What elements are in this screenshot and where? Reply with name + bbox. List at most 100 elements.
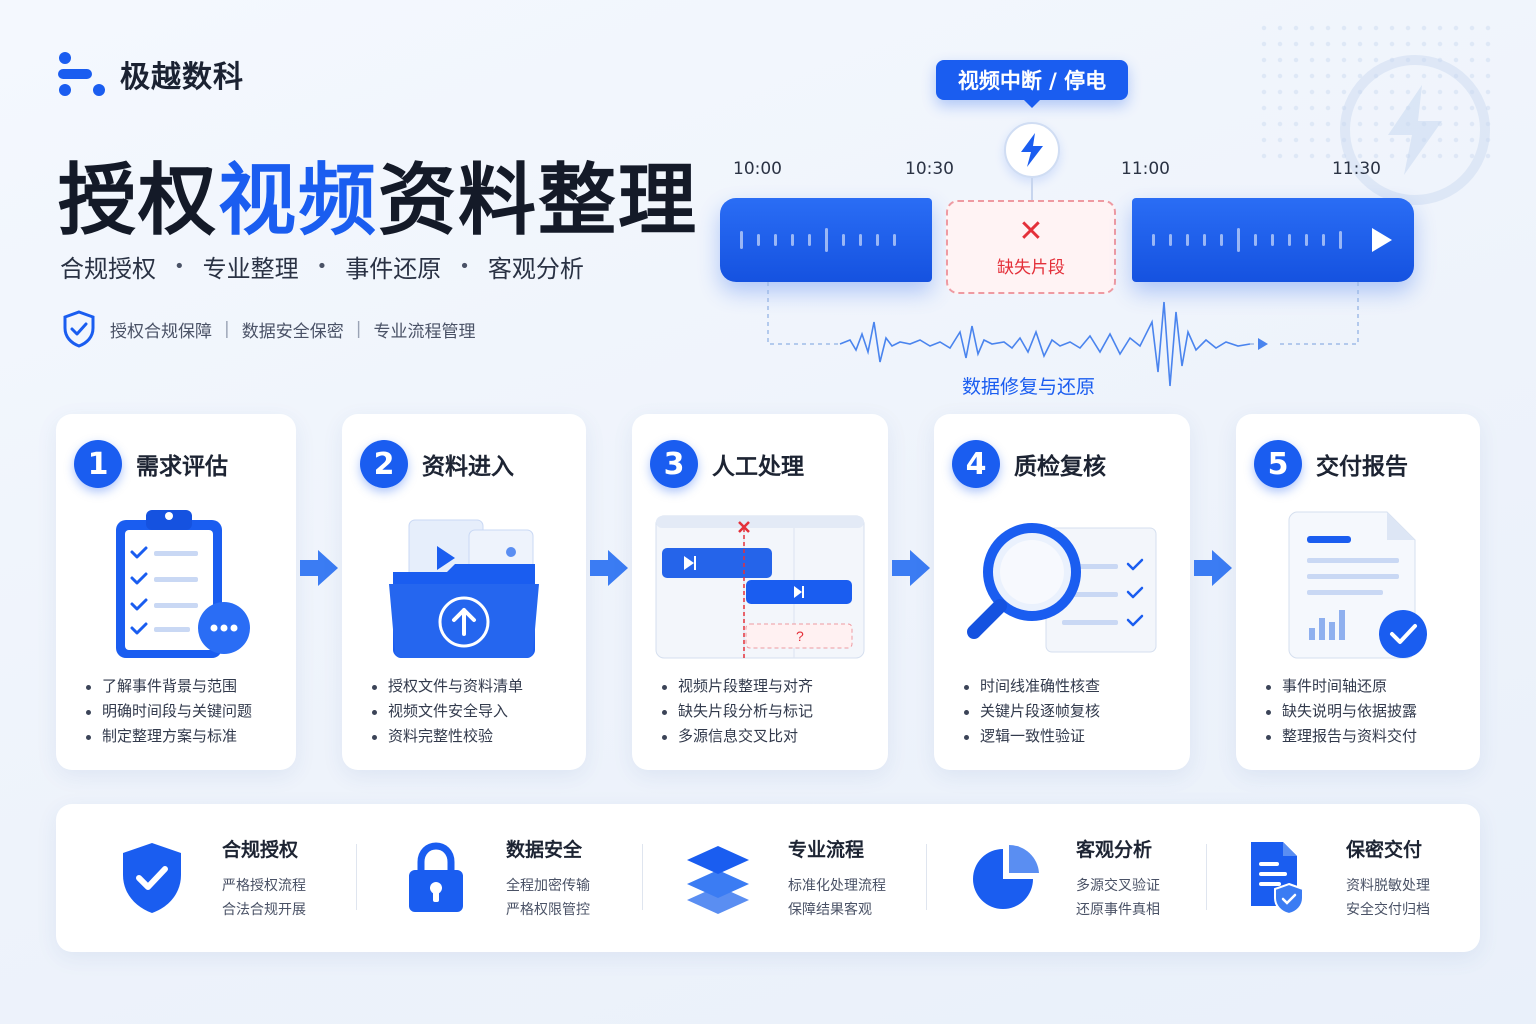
svg-text:?: ? [796,628,804,644]
feature-line: 严格授权流程 [222,877,306,894]
step-bullet: 授权文件与资料清单 [372,674,523,699]
brand-logo-icon [58,52,105,96]
feature-bar: 合规授权 严格授权流程 合法合规开展 数据安全 全程加密传输 严格权限管控 专业… [56,804,1480,952]
divider [1206,844,1207,910]
step-number: 3 [650,440,698,488]
folder-upload-icon [342,500,586,670]
feature-line: 安全交付归档 [1346,901,1430,918]
step-bullets: 授权文件与资料清单 视频文件安全导入 资料完整性校验 [372,674,523,749]
feature-compliance: 合规授权 严格授权流程 合法合规开展 [112,804,306,952]
assurance-item: 授权合规保障 [110,321,212,342]
feature-line: 全程加密传输 [506,877,590,894]
step-bullet: 了解事件背景与范围 [86,674,252,699]
feature-line: 还原事件真相 [1076,901,1160,918]
feature-delivery: 保密交付 资料脱敏处理 安全交付归档 [1236,804,1430,952]
video-editor-icon: ? [632,500,888,670]
step-card-2: 2 资料进入 授权文件与资料清单 视频文件安全导入 资料完整性校验 [342,414,586,770]
feature-title: 数据安全 [506,838,583,861]
step-bullets: 事件时间轴还原 缺失说明与依据披露 整理报告与资料交付 [1266,674,1417,749]
feature-line: 资料脱敏处理 [1346,877,1430,894]
time-label: 10:00 [733,159,782,179]
video-segment-before [720,198,932,282]
tagline-item: 合规授权 [60,255,156,283]
step-bullet: 缺失说明与依据披露 [1266,699,1417,724]
step-title: 需求评估 [136,454,228,480]
shield-check-icon [63,310,95,348]
assurance-item: 专业流程管理 [373,321,476,342]
frame-ticks [740,198,896,282]
assurance-separator: | [355,319,362,339]
feature-title: 保密交付 [1346,838,1423,861]
time-label: 11:00 [1121,159,1170,179]
lightning-icon [1004,122,1060,178]
step-bullets: 时间线准确性核查 关键片段逐帧复核 逻辑一致性验证 [964,674,1100,749]
play-icon[interactable] [1372,228,1392,252]
step-title: 质检复核 [1014,454,1106,480]
tagline-separator: • [174,256,185,277]
step-bullet: 逻辑一致性验证 [964,724,1100,749]
step-number: 1 [74,440,122,488]
tagline: 合规授权 • 专业整理 • 事件还原 • 客观分析 [60,249,584,284]
feature-security: 数据安全 全程加密传输 严格权限管控 [396,804,590,952]
layers-icon [678,838,758,918]
divider [642,844,643,910]
step-card-3: 3 人工处理 ? 视频片段整理与对齐 缺失片段分析与标记 多源信息交叉比对 [632,414,888,770]
step-title: 人工处理 [712,454,804,480]
video-segment-after [1132,198,1414,282]
decorative-ring [1340,55,1490,205]
step-bullet: 多源信息交叉比对 [662,724,813,749]
step-card-5: 5 交付报告 事件时间轴还原 缺失说明与依据披露 整理报告与资料交付 [1236,414,1480,770]
divider [926,844,927,910]
tagline-item: 客观分析 [487,255,584,283]
arrow-right-icon [892,550,930,586]
step-number: 2 [360,440,408,488]
incident-connector [1031,178,1033,200]
feature-line: 标准化处理流程 [788,877,886,894]
frame-ticks [1152,198,1342,282]
time-label: 11:30 [1332,159,1381,179]
step-number: 5 [1254,440,1302,488]
assurance-separator: | [224,319,230,339]
page-title: 授权视频资料整理 [58,138,698,250]
clipboard-icon [56,500,296,670]
feature-title: 合规授权 [222,838,299,861]
restore-waveform [767,282,1359,387]
arrow-right-icon [1194,550,1232,586]
step-bullet: 明确时间段与关键问题 [86,699,252,724]
incident-badge: 视频中断 / 停电 [936,60,1128,108]
step-card-4: 4 质检复核 时间线准确性核查 关键片段逐帧复核 逻辑一致性验证 [934,414,1190,770]
assurance-item: 数据安全保密 [241,321,344,342]
divider [356,844,357,910]
step-bullet: 整理报告与资料交付 [1266,724,1417,749]
pie-chart-icon [966,838,1046,918]
step-title: 资料进入 [422,454,514,480]
decorative-lightning-icon [1388,85,1442,175]
close-icon: ✕ [1018,213,1044,249]
time-label: 10:30 [905,159,954,179]
step-bullet: 视频片段整理与对齐 [662,674,813,699]
step-bullet: 事件时间轴还原 [1266,674,1417,699]
step-card-1: 1 需求评估 了解事件背景与范围 明确时间段与关键问题 制定整理方案与标准 [56,414,296,770]
shield-check-icon [112,838,192,918]
step-number: 4 [952,440,1000,488]
step-bullet: 时间线准确性核查 [964,674,1100,699]
step-bullets: 了解事件背景与范围 明确时间段与关键问题 制定整理方案与标准 [86,674,252,749]
secure-document-icon [1236,838,1316,918]
step-bullet: 资料完整性校验 [372,724,523,749]
lock-icon [396,838,476,918]
feature-title: 专业流程 [788,838,865,861]
missing-label: 缺失片段 [997,257,1065,278]
title-part-1: 授权 [58,156,219,246]
tagline-separator: • [459,256,470,277]
arrow-right-icon [590,550,628,586]
tagline-item: 事件还原 [345,255,442,283]
restore-label: 数据修复与还原 [962,376,1096,398]
feature-analysis: 客观分析 多源交叉验证 还原事件真相 [966,804,1160,952]
step-bullets: 视频片段整理与对齐 缺失片段分析与标记 多源信息交叉比对 [662,674,813,749]
brand-name: 极越数科 [120,60,244,95]
title-highlight: 视频 [218,156,379,246]
report-icon [1236,500,1480,670]
arrow-right-icon [300,550,338,586]
feature-line: 合法合规开展 [222,901,306,918]
step-bullet: 缺失片段分析与标记 [662,699,813,724]
